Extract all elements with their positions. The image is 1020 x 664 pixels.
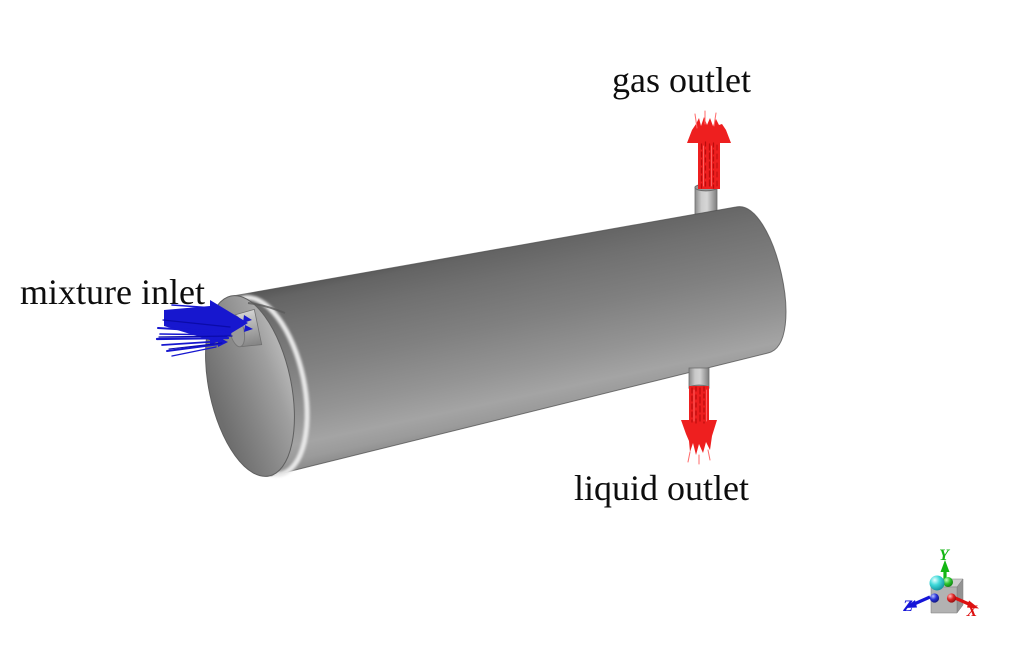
vessel-body	[232, 206, 787, 477]
liquid-arrow-spikes	[687, 389, 711, 465]
gas-outlet-flow-arrows	[687, 110, 731, 189]
axis-x-label: X	[966, 603, 978, 620]
axis-z-arrow	[905, 593, 940, 608]
cap-crease	[247, 302, 286, 314]
gas-arrow-spikes	[694, 110, 717, 187]
axis-z-label: Z	[902, 598, 913, 615]
triad-origin-ball	[929, 575, 945, 591]
inlet-arrow-streaks	[155, 304, 231, 357]
gas-outlet-label: gas outlet	[612, 60, 751, 100]
mixture-inlet-label: mixture inlet	[20, 272, 205, 312]
inlet-arrow-dark-streaks	[158, 319, 233, 350]
inlet-flow-arrows	[155, 300, 253, 357]
orientation-triad[interactable]: Y Z X	[902, 547, 979, 620]
gas-arrow-streaks	[700, 141, 718, 189]
axis-x-ball	[946, 593, 957, 603]
axis-y-arrow	[940, 560, 953, 587]
liquid-outlet-flow-arrows	[681, 386, 717, 465]
axis-y-ball	[943, 577, 953, 587]
axis-z-ball	[929, 593, 940, 603]
vessel-end-cap	[205, 295, 295, 477]
liquid-arrow-streaks	[691, 386, 705, 424]
liquid-outlet-label: liquid outlet	[574, 468, 749, 508]
axis-y-label: Y	[939, 547, 950, 564]
axis-x-arrow	[946, 593, 979, 609]
